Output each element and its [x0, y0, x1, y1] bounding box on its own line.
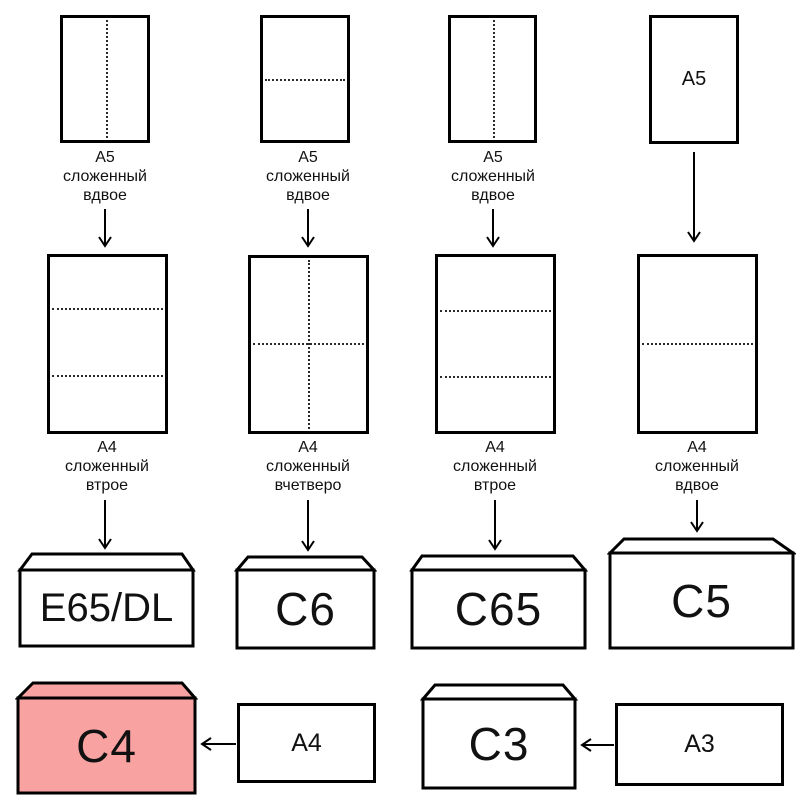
caption-line: А4: [485, 439, 505, 456]
envelope-label: C6: [275, 583, 336, 635]
envelope-body: [18, 568, 195, 648]
caption-line: вчетверо: [274, 477, 342, 494]
envelope-c6: C6: [234, 554, 377, 651]
envelope-flap: [15, 681, 198, 700]
envelope-flap: [420, 683, 578, 701]
a5-sheet-col4: А5: [649, 15, 739, 144]
envelope-flap: [17, 552, 196, 572]
caption-line: сложенный: [453, 458, 537, 475]
envelope-label: E65/DL: [39, 585, 174, 630]
a5-sheet-col1: [60, 15, 150, 143]
a5-caption-col3: А5 сложенный вдвое: [408, 148, 578, 205]
caption-line: вдвое: [286, 187, 330, 204]
a4-sheet-source: А4: [237, 703, 376, 783]
envelope-label: C65: [454, 583, 543, 635]
envelope-label: C5: [671, 574, 732, 627]
a5-sheet-inline-label: А5: [681, 68, 707, 90]
fold-line: [440, 310, 551, 312]
envelope-body: [16, 696, 197, 795]
caption-line: сложенный: [266, 168, 350, 185]
a4-sheet-col1: [47, 254, 168, 434]
caption-line: вдвое: [675, 477, 719, 494]
fold-line: [440, 376, 551, 378]
envelope-body: [608, 551, 795, 650]
caption-line: втрое: [85, 477, 129, 494]
envelope-flap: [234, 555, 377, 572]
envelope-c5: C5: [607, 536, 796, 651]
envelope-c4: C4: [15, 680, 198, 796]
caption-line: А4: [97, 439, 117, 456]
a4-caption-col4: А4 сложенный вдвое: [612, 438, 782, 495]
envelope-c65: C65: [409, 553, 588, 651]
fold-line: [52, 375, 163, 377]
fold-line: [265, 79, 345, 81]
caption-line: сложенный: [266, 458, 350, 475]
caption-line: втрое: [473, 477, 517, 494]
a4-caption-col1: А4 сложенный втрое: [22, 438, 192, 495]
envelope-body: [235, 568, 376, 650]
envelope-body: [421, 697, 577, 790]
envelope-label: C3: [468, 717, 530, 770]
caption-line: А5: [298, 149, 318, 166]
fold-line: [106, 20, 108, 138]
caption-line: сложенный: [655, 458, 739, 475]
envelope-e65dl: E65/DL: [17, 551, 196, 650]
envelope-body: [410, 568, 587, 650]
a5-caption-col1: А5 сложенный вдвое: [20, 148, 190, 205]
a3-sheet-source: А3: [615, 703, 784, 786]
envelope-flap: [409, 554, 588, 572]
envelope-c3: C3: [420, 682, 578, 794]
source-label: А4: [291, 728, 322, 757]
caption-line: сложенный: [63, 168, 147, 185]
envelope-label: C4: [76, 719, 137, 772]
caption-line: вдвое: [83, 187, 127, 204]
a4-sheet-col3: [435, 254, 556, 434]
envelope-flap: [607, 537, 796, 555]
a4-sheet-col4: [637, 254, 758, 434]
fold-line: [52, 308, 163, 310]
caption-line: сложенный: [451, 168, 535, 185]
a4-caption-col2: А4 сложенный вчетверо: [223, 438, 393, 495]
a5-sheet-col3: [448, 15, 537, 143]
source-label: А3: [684, 730, 715, 758]
caption-line: вдвое: [471, 187, 515, 204]
fold-line: [253, 343, 364, 345]
caption-line: сложенный: [65, 458, 149, 475]
fold-line: [642, 343, 753, 345]
caption-line: А4: [298, 439, 318, 456]
a5-caption-col2: А5 сложенный вдвое: [223, 148, 393, 205]
caption-line: А5: [95, 149, 115, 166]
caption-line: А4: [687, 439, 707, 456]
fold-line: [493, 20, 495, 138]
a4-caption-col3: А4 сложенный втрое: [410, 438, 580, 495]
caption-line: А5: [483, 149, 503, 166]
a4-sheet-col2: [248, 255, 369, 434]
a5-sheet-col2: [260, 15, 350, 143]
